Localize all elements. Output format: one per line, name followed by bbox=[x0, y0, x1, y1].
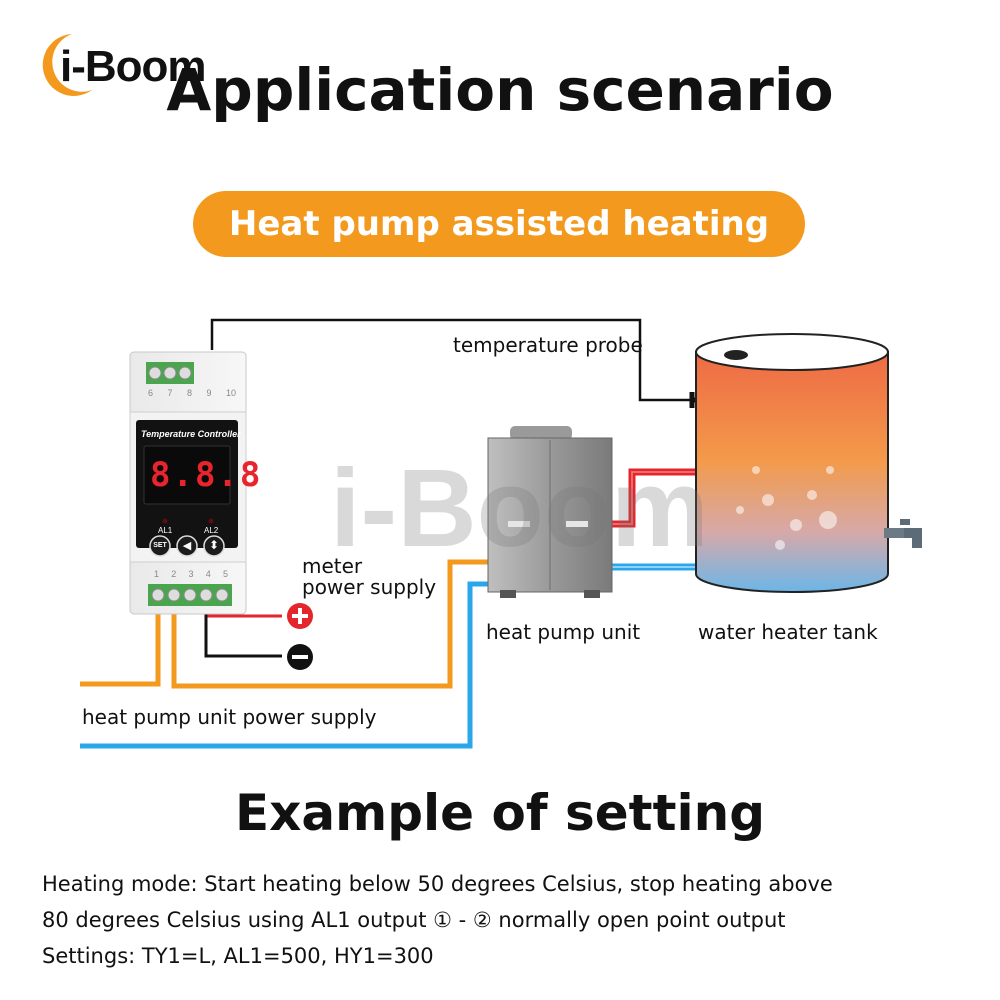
updown-button[interactable]: ⬍ bbox=[208, 538, 220, 552]
faucet-icon bbox=[884, 519, 922, 548]
page-title: Application scenario bbox=[166, 56, 834, 124]
minus-icon bbox=[287, 644, 313, 670]
orange-wire-outer bbox=[80, 592, 161, 687]
left-button[interactable]: ◀ bbox=[182, 540, 192, 552]
controller-title: Temperature Controller bbox=[141, 429, 241, 439]
probe-wire bbox=[210, 318, 700, 402]
brand-logo: i-Boom bbox=[30, 30, 220, 100]
meter-label: meter bbox=[302, 554, 363, 578]
logo-crescent-icon bbox=[42, 34, 92, 96]
heat-pump-unit bbox=[487, 426, 613, 598]
scenario-banner-label: Heat pump assisted heating bbox=[228, 204, 770, 244]
temperature-probe-label: temperature probe bbox=[453, 333, 643, 357]
terminal-number: 7 bbox=[167, 388, 173, 398]
terminal-number: 9 bbox=[206, 388, 212, 398]
watermark-text: i-Boom bbox=[330, 447, 709, 570]
terminal-number: 3 bbox=[188, 569, 194, 579]
example-line-3: Settings: TY1=L, AL1=500, HY1=300 bbox=[42, 944, 434, 968]
terminal-number: 4 bbox=[205, 569, 211, 579]
terminal-number: 1 bbox=[154, 569, 160, 579]
terminal-number: 6 bbox=[148, 388, 154, 398]
heat-pump-unit-label: heat pump unit bbox=[486, 620, 641, 644]
blue-wire bbox=[80, 581, 492, 749]
terminal-number: 5 bbox=[222, 569, 228, 579]
bottom-terminal-numbers: 1 2 3 4 5 bbox=[154, 569, 228, 579]
example-title: Example of setting bbox=[234, 784, 765, 842]
temperature-controller bbox=[129, 351, 247, 615]
logo-text: i-Boom bbox=[60, 42, 207, 91]
example-line-2: 80 degrees Celsius using AL1 output ① - … bbox=[42, 908, 786, 932]
water-heater-tank bbox=[695, 333, 889, 593]
set-button[interactable]: SET bbox=[153, 542, 167, 549]
terminal-number: 2 bbox=[171, 569, 177, 579]
power-supply-label: power supply bbox=[302, 575, 437, 599]
water-heater-tank-label: water heater tank bbox=[698, 620, 878, 644]
scenario-banner: Heat pump assisted heating bbox=[193, 191, 805, 257]
black-wire bbox=[204, 604, 282, 658]
plus-icon bbox=[287, 603, 313, 629]
orange-wire-inner bbox=[171, 559, 488, 689]
indicator-label-al1: AL1 bbox=[158, 526, 173, 535]
controller-display: 8.8.8 bbox=[150, 455, 263, 495]
terminal-number: 10 bbox=[225, 388, 236, 398]
top-terminal-numbers: 6 7 8 9 10 bbox=[148, 388, 236, 398]
indicator-label-al2: AL2 bbox=[204, 526, 219, 535]
terminal-number: 8 bbox=[186, 388, 192, 398]
heat-pump-power-label: heat pump unit power supply bbox=[82, 705, 377, 729]
example-line-1: Heating mode: Start heating below 50 deg… bbox=[42, 872, 833, 896]
